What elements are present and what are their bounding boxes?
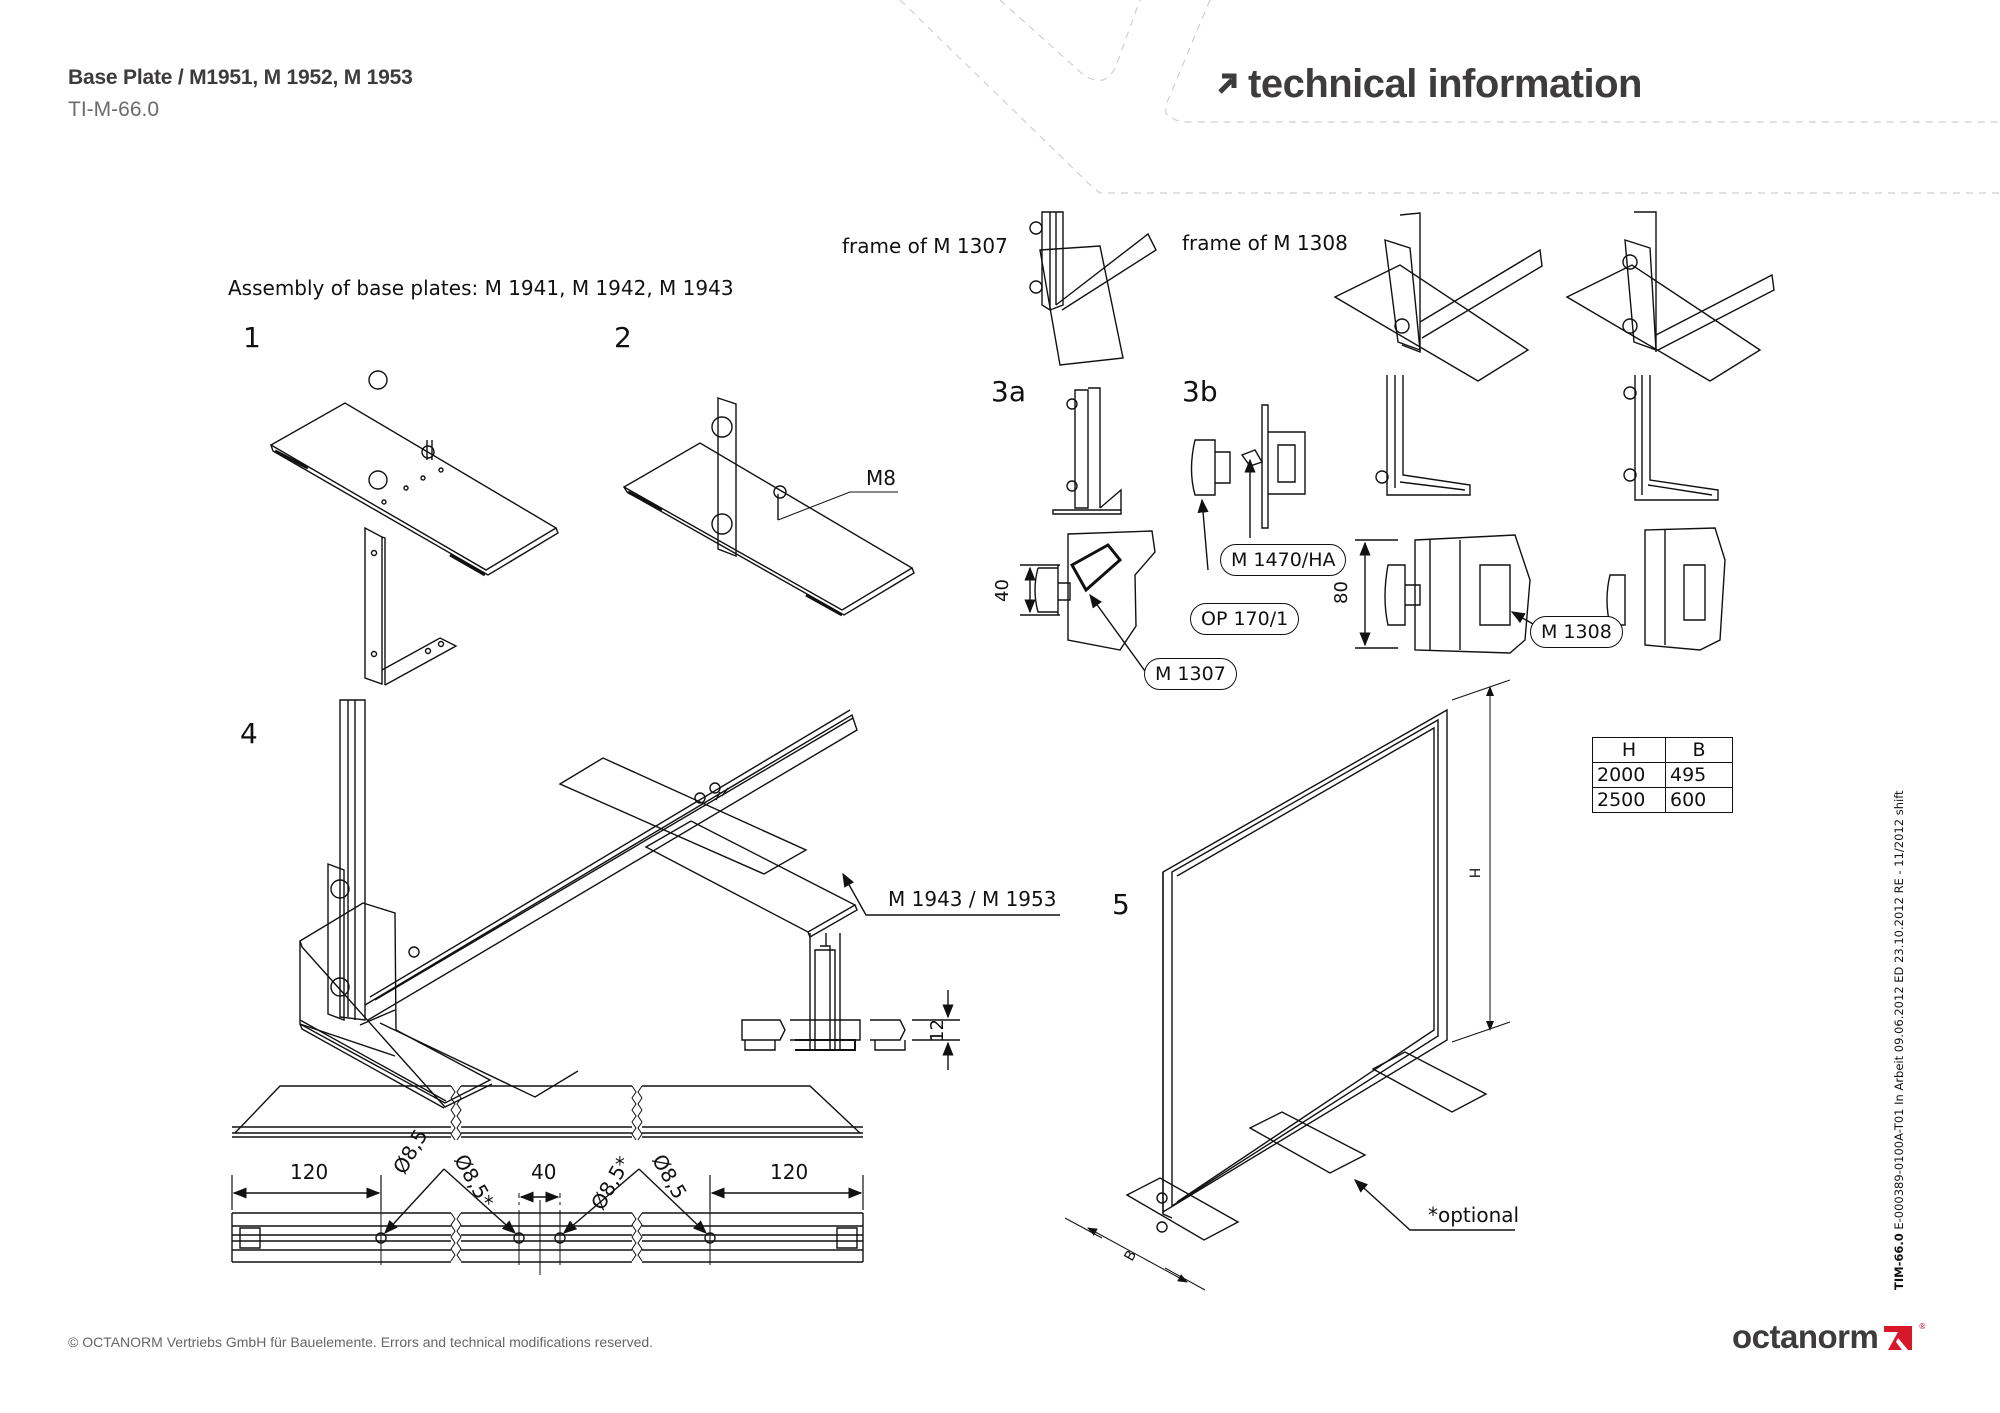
step3b-side-views (1375, 375, 1719, 501)
step3a-cross-section (1020, 530, 1156, 679)
callout-m1470: M 1470/HA (1220, 544, 1347, 576)
assembly-caption: Assembly of base plates: M 1941, M 1942,… (228, 276, 734, 300)
callout-m1307: M 1307 (1144, 658, 1237, 690)
document-id: TI-M-66.0 (68, 98, 160, 121)
size-table-row: 2500 600 (1592, 787, 1733, 813)
step-number-4: 4 (240, 717, 258, 750)
size-table-cell: 600 (1665, 787, 1733, 813)
revision-code: TIM-66.0 (1892, 1233, 1906, 1290)
octanorm-logo: octanorm ® (1732, 1318, 1926, 1356)
step5-assembled-frame (1064, 679, 1515, 1291)
copyright-notice: © OCTANORM Vertriebs GmbH für Bauelement… (68, 1334, 654, 1350)
frame-1307-view (1029, 211, 1157, 366)
section-heading-text: technical information (1248, 62, 1643, 106)
step-number-1: 1 (243, 321, 261, 354)
callout-m1308: M 1308 (1530, 616, 1623, 648)
step3b-80-cross-sections (1355, 527, 1726, 654)
profile-plan-view (232, 1085, 863, 1141)
dimension-center-spacing: 40 (531, 1160, 557, 1184)
step-number-3a: 3a (991, 375, 1026, 408)
size-table-cell: 2000 (1592, 762, 1666, 788)
frame-1308-view-a (1333, 212, 1543, 382)
dimension-80-profile: 80 (1330, 581, 1352, 604)
dimension-edge-right: 120 (770, 1160, 809, 1184)
revision-text: E-000389-0100A-T01 In Arbeit 09.06.2012 … (1892, 790, 1906, 1234)
step-number-3b: 3b (1182, 375, 1218, 408)
profile-hole-pattern (231, 1168, 864, 1275)
optional-label: *optional (1428, 1203, 1520, 1227)
size-table-header-h: H (1592, 737, 1666, 763)
size-table-header-b: B (1665, 737, 1733, 763)
step-number-2: 2 (614, 321, 632, 354)
height-symbol: H (1465, 867, 1482, 879)
section-heading: technical information (1216, 62, 1643, 107)
size-table-cell: 2500 (1592, 787, 1666, 813)
step1-base-plate (269, 370, 559, 577)
registered-mark: ® (1918, 1322, 1927, 1331)
dimension-40-profile: 40 (991, 579, 1013, 602)
frame-1308-caption: frame of M 1308 (1182, 231, 1348, 255)
step2-plate-with-bracket (622, 397, 915, 617)
dimension-plate-thickness: 12 (926, 1019, 948, 1042)
step-number-5: 5 (1112, 888, 1130, 921)
size-table-row: 2000 495 (1592, 762, 1733, 788)
document-title: Base Plate / M1951, M 1952, M 1953 (68, 66, 413, 89)
revision-note: TIM-66.0 E-000389-0100A-T01 In Arbeit 09… (1892, 790, 1906, 1290)
size-table-cell: 495 (1665, 762, 1733, 788)
size-table-header: H B (1592, 737, 1733, 763)
step4-frame-on-base-plates (299, 699, 1060, 1109)
size-table: H B 2000 495 2500 600 (1592, 737, 1733, 813)
dimension-edge-left: 120 (290, 1160, 329, 1184)
step3b-profile-section (1190, 404, 1306, 571)
callout-op170: OP 170/1 (1190, 603, 1300, 635)
arrow-up-right-icon (1216, 68, 1238, 102)
thread-label: M8 (866, 466, 896, 490)
octanorm-mark-icon (1884, 1326, 1913, 1350)
logo-text: octanorm (1732, 1318, 1879, 1355)
step1-angle-bracket (364, 526, 458, 686)
plate-ref-label: M 1943 / M 1953 (888, 887, 1057, 911)
step3a-side-view (1052, 387, 1122, 515)
frame-1308-view-b (1565, 211, 1775, 382)
step4-plate-joint-section (741, 933, 960, 1070)
frame-1307-caption: frame of M 1307 (842, 234, 1008, 258)
